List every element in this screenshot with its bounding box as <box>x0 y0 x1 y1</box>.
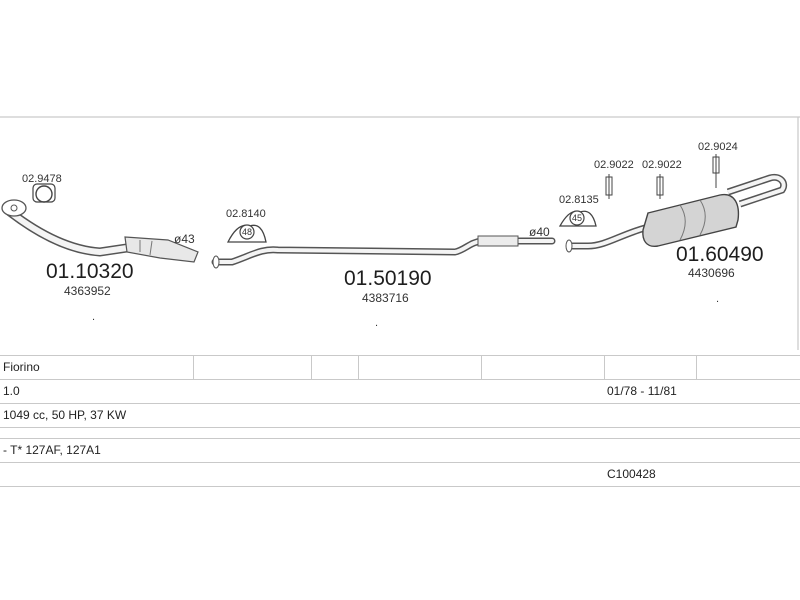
spec-row-engine: 1.0 01/78 - 11/81 <box>0 379 800 404</box>
rear-clamp-code: 02.8135 <box>559 194 599 206</box>
front-pipe[interactable] <box>1 199 199 263</box>
middle-dot: . <box>375 317 378 329</box>
exhaust-system-diagram: 02.9478 ø43 01.10320 4363952 . 48 02.814… <box>0 116 800 350</box>
front-dot: . <box>92 311 95 323</box>
middle-pipe[interactable] <box>211 235 556 269</box>
rear-muffler-ref: 4430696 <box>688 266 735 280</box>
front-pipe-diameter: ø43 <box>174 232 195 246</box>
middle-clamp-icon[interactable]: 48 <box>226 224 267 243</box>
type-cell: - T* 127AF, 127A1 <box>0 438 800 463</box>
hanger-2-code: 02.9022 <box>642 159 682 171</box>
rear-clamp-icon[interactable]: 45 <box>558 210 597 227</box>
middle-pipe-code: 01.50190 <box>344 267 432 290</box>
hanger-3-code: 02.9024 <box>698 141 738 153</box>
rear-clamp-size: 45 <box>572 213 582 223</box>
period-cell: 01/78 - 11/81 <box>604 379 800 404</box>
hanger-1-code: 02.9022 <box>594 159 634 171</box>
spec-row-model: Fiorino <box>0 355 800 380</box>
middle-clamp-code: 02.8140 <box>226 208 266 220</box>
model-cell: Fiorino <box>0 355 193 380</box>
rear-muffler[interactable] <box>565 173 788 253</box>
front-pipe-clamp-icon[interactable] <box>32 183 56 203</box>
front-pipe-code: 01.10320 <box>46 260 134 283</box>
middle-clamp-size: 48 <box>242 227 252 237</box>
rear-muffler-code: 01.60490 <box>676 243 764 266</box>
hanger-3-icon[interactable] <box>712 154 720 188</box>
hanger-2-icon[interactable] <box>656 174 664 199</box>
spec-row-catalog: C100428 <box>0 462 800 487</box>
spec-row-type: - T* 127AF, 127A1 <box>0 438 800 463</box>
front-pipe-ref: 4363952 <box>64 284 111 298</box>
spec-row-power: 1049 cc, 50 HP, 37 KW <box>0 403 800 428</box>
front-pipe-clamp-code: 02.9478 <box>22 173 62 185</box>
middle-pipe-ref: 4383716 <box>362 291 409 305</box>
catalog-cell: C100428 <box>604 462 800 487</box>
power-cell: 1049 cc, 50 HP, 37 KW <box>0 403 800 428</box>
vehicle-spec-table: Fiorino 1.0 01/78 - 11/81 1049 cc, 50 HP… <box>0 355 800 487</box>
hanger-1-icon[interactable] <box>605 174 613 199</box>
engine-cell: 1.0 <box>0 379 604 404</box>
middle-pipe-diameter: ø40 <box>529 225 550 239</box>
rear-dot: . <box>716 293 719 305</box>
spec-row-gap <box>0 427 800 439</box>
